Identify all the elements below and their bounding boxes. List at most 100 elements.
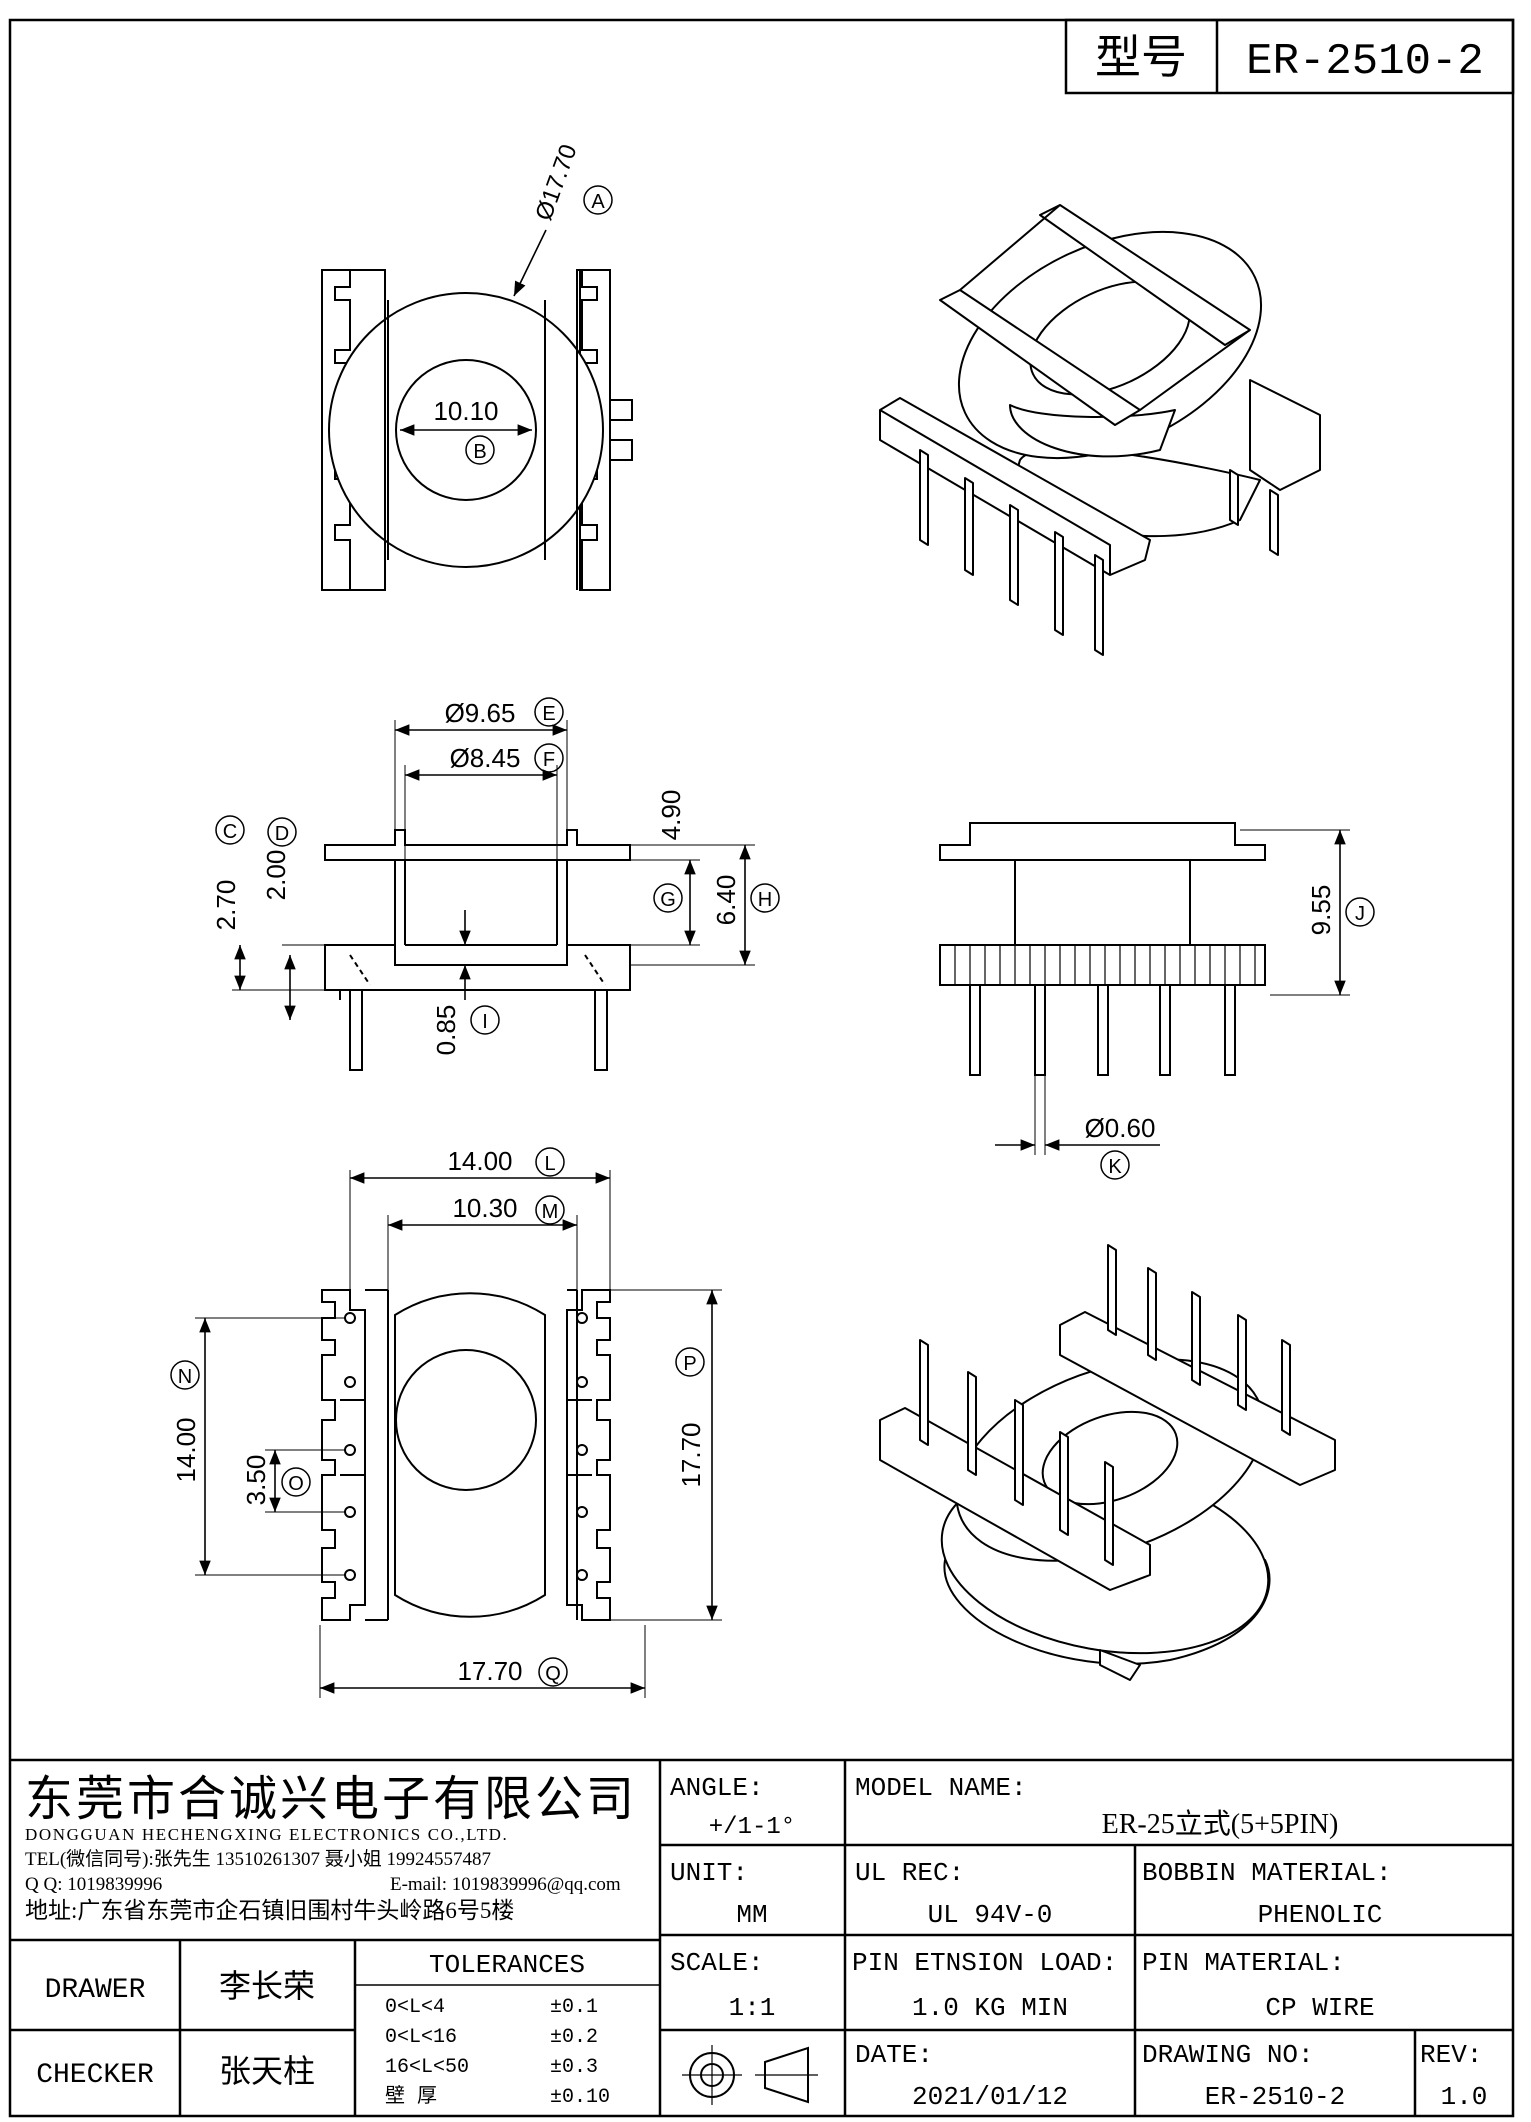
pin-material-value: CP WIRE	[1265, 1993, 1374, 2023]
dim-H-value: 6.40	[711, 875, 741, 926]
dim-Q-letter: Q	[545, 1663, 561, 1685]
ul-value: UL 94V-0	[928, 1900, 1053, 1930]
dim-B: 10.10 B	[400, 396, 532, 465]
company-tel: TEL(微信同号):张先生 13510261307 聂小姐 1992455748…	[25, 1848, 491, 1870]
dim-H-letter: H	[758, 889, 772, 911]
dim-L-letter: L	[544, 1153, 555, 1175]
dim-N-letter: N	[178, 1366, 192, 1388]
dim-P: 17.70 P	[610, 1289, 722, 1621]
unit-label: UNIT:	[670, 1858, 748, 1888]
dim-F-value: Ø8.45	[450, 743, 521, 773]
dim-E: Ø9.65 E	[394, 697, 568, 830]
drawer-value: 李长荣	[219, 1968, 315, 2004]
rev-label: REV:	[1420, 2040, 1482, 2070]
tolerance-range: 0<L<16	[385, 2026, 457, 2049]
bottom-view	[321, 1289, 611, 1621]
checker-value: 张天柱	[219, 2053, 315, 2089]
dim-G: 4.90 G	[630, 790, 700, 946]
date-value: 2021/01/12	[912, 2082, 1068, 2112]
company-qq: Q Q: 1019839996	[25, 1874, 162, 1895]
dim-O: 3.50 O	[241, 1449, 345, 1513]
tolerance-value: ±0.10	[550, 2086, 610, 2109]
dim-N: 14.00 N	[170, 1317, 345, 1576]
dim-F-letter: F	[543, 749, 555, 771]
dim-P-letter: P	[683, 1353, 696, 1375]
iso-view-top	[879, 204, 1321, 656]
dim-J: 9.55 J	[1240, 829, 1375, 996]
dim-A-letter: A	[591, 191, 605, 213]
drawing-no-value: ER-2510-2	[1205, 2082, 1345, 2112]
model-label: 型号	[1095, 32, 1187, 83]
dim-E-letter: E	[542, 703, 555, 725]
dim-C: 2.70 C	[211, 815, 325, 991]
dim-D-letter: D	[275, 823, 289, 845]
tolerance-range: 壁 厚	[385, 2084, 437, 2109]
dim-P-value: 17.70	[676, 1422, 706, 1487]
sheet-border	[8, 18, 1515, 2118]
tolerance-value: ±0.2	[550, 2026, 598, 2049]
dim-K-letter: K	[1108, 1156, 1122, 1178]
projection-symbol-icon	[682, 2045, 818, 2105]
front-view	[939, 822, 1266, 1076]
dim-G-value: 4.90	[656, 790, 686, 841]
scale-label: SCALE:	[670, 1948, 764, 1978]
dim-C-value: 2.70	[211, 880, 241, 931]
dim-I-letter: I	[482, 1011, 488, 1033]
model-name-label: MODEL NAME:	[855, 1773, 1027, 1803]
dim-O-value: 3.50	[241, 1455, 271, 1506]
dim-O-letter: O	[288, 1473, 304, 1495]
dim-H: 6.40 H	[630, 844, 780, 966]
dim-L: 14.00 L	[349, 1146, 611, 1290]
dim-D: 2.00 D	[261, 817, 325, 1020]
dim-Q-value: 17.70	[457, 1656, 522, 1686]
dim-F: Ø8.45 F	[404, 743, 564, 860]
drawing-no-label: DRAWING NO:	[1142, 2040, 1314, 2070]
dim-K-value: Ø0.60	[1085, 1113, 1156, 1143]
side-section-view	[324, 829, 631, 1071]
angle-value: +/1-1°	[709, 1814, 795, 1841]
dim-M: 10.30 M	[387, 1193, 578, 1290]
dim-M-value: 10.30	[452, 1193, 517, 1223]
model-value: ER-2510-2	[1246, 37, 1484, 87]
pin-load-label: PIN ETNSION LOAD:	[852, 1948, 1117, 1978]
dim-G-letter: G	[660, 889, 676, 911]
dim-L-value: 14.00	[447, 1146, 512, 1176]
dim-N-value: 14.00	[171, 1417, 201, 1482]
dim-E-value: Ø9.65	[445, 698, 516, 728]
pin-load-value: 1.0 KG MIN	[912, 1993, 1068, 2023]
tolerance-range: 16<L<50	[385, 2056, 469, 2079]
tolerance-value: ±0.1	[550, 1996, 598, 2019]
model-name-value: ER-25立式(5+5PIN)	[1102, 1808, 1339, 1840]
bobbin-label: BOBBIN MATERIAL:	[1142, 1858, 1392, 1888]
date-label: DATE:	[855, 2040, 933, 2070]
dim-M-letter: M	[542, 1201, 559, 1223]
unit-value: MM	[736, 1900, 767, 1930]
checker-label: CHECKER	[36, 2060, 154, 2091]
angle-label: ANGLE:	[670, 1773, 764, 1803]
dim-D-value: 2.00	[261, 850, 291, 901]
ul-label: UL REC:	[855, 1858, 964, 1888]
company-name-en: DONGGUAN HECHENGXING ELECTRONICS CO.,LTD…	[25, 1825, 508, 1844]
dim-B-value: 10.10	[433, 396, 498, 426]
company-address: 地址:广东省东莞市企石镇旧围村牛头岭路6号5楼	[25, 1898, 514, 1923]
tolerance-range: 0<L<4	[385, 1996, 445, 2019]
dim-A-value: Ø17.70	[530, 141, 582, 224]
dim-J-value: 9.55	[1306, 885, 1336, 936]
dim-I-value: 0.85	[431, 1005, 461, 1056]
tolerance-value: ±0.3	[550, 2056, 598, 2079]
dim-B-letter: B	[473, 441, 486, 463]
dim-Q: 17.70 Q	[319, 1625, 646, 1698]
tolerance-table: 0<L<4 ±0.1 0<L<16 ±0.2 16<L<50 ±0.3 壁 厚 …	[385, 1996, 610, 2109]
pin-material-label: PIN MATERIAL:	[1142, 1948, 1345, 1978]
scale-value: 1:1	[729, 1993, 776, 2023]
tolerances-label: TOLERANCES	[429, 1950, 585, 1980]
model-header-box: 型号 ER-2510-2	[1064, 18, 1515, 95]
dim-K: Ø0.60 K	[995, 1075, 1160, 1180]
dim-J-letter: J	[1355, 903, 1365, 925]
rev-value: 1.0	[1441, 2082, 1488, 2112]
dim-I: 0.85 I	[431, 910, 500, 1056]
company-email: E-mail: 1019839996@qq.com	[390, 1874, 621, 1895]
company-name-cn: 东莞市合诚兴电子有限公司	[25, 1773, 637, 1826]
bobbin-value: PHENOLIC	[1258, 1900, 1383, 1930]
